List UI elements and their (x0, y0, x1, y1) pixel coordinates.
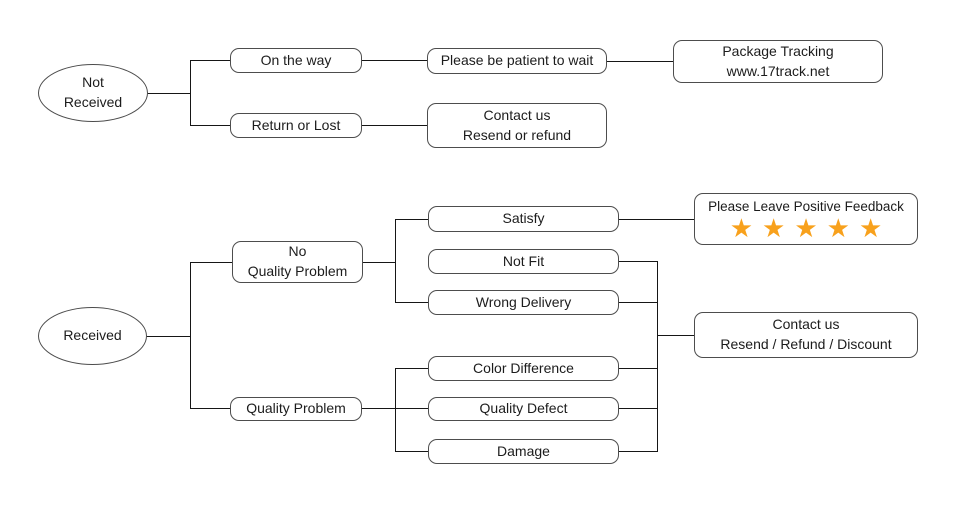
node-label-line: Resend or refund (462, 126, 572, 143)
star-icon: ★ (826, 212, 850, 243)
node-positive-feedback: Please Leave Positive Feedback ★ ★ ★ ★ ★ (694, 193, 918, 245)
node-label: Damage (497, 442, 550, 459)
node-label: Quality Problem (246, 400, 346, 417)
node-label: Quality Defect (479, 400, 568, 417)
connector-line (619, 302, 657, 303)
node-contact-resend-refund: Contact us Resend or refund (427, 103, 607, 148)
node-received: Received (38, 307, 147, 365)
node-contact-discount: Contact us Resend / Refund / Discount (694, 312, 918, 358)
node-label-line: Not (82, 74, 104, 91)
node-no-quality-problem: No Quality Problem (232, 241, 363, 283)
node-package-tracking: Package Tracking www.17track.net (673, 40, 883, 83)
node-damage: Damage (428, 439, 619, 464)
node-label-line: Contact us (483, 106, 551, 123)
connector-line (395, 451, 428, 452)
connector-line (190, 125, 230, 126)
node-quality-problem: Quality Problem (230, 397, 362, 421)
connector-line (190, 60, 191, 126)
node-not-fit: Not Fit (428, 249, 619, 274)
connector-line (395, 219, 428, 220)
node-label: Satisfy (502, 210, 545, 227)
node-label: Please Leave Positive Feedback (708, 199, 904, 215)
node-label-line: Resend / Refund / Discount (720, 336, 892, 352)
node-label-line: www.17track.net (726, 62, 830, 79)
node-label: Wrong Delivery (475, 293, 572, 310)
star-icon: ★ (729, 212, 754, 243)
node-label: Not Fit (502, 252, 545, 269)
connector-line (190, 408, 230, 409)
node-label-line: Quality Problem (247, 263, 348, 279)
node-label: Return or Lost (251, 116, 341, 133)
connector-line (657, 335, 694, 336)
node-on-the-way: On the way (230, 48, 362, 73)
star-rating: ★ ★ ★ ★ ★ (729, 212, 883, 243)
node-label: On the way (260, 51, 332, 68)
connector-line (619, 368, 657, 369)
connector-line (190, 60, 230, 61)
connector-line (619, 408, 657, 409)
node-return-or-lost: Return or Lost (230, 113, 362, 138)
node-wrong-delivery: Wrong Delivery (428, 290, 619, 315)
connector-line (607, 61, 673, 62)
node-quality-defect: Quality Defect (428, 397, 619, 421)
node-label-line: Package Tracking (722, 42, 834, 59)
connector-line (395, 302, 428, 303)
node-label-line: No (288, 243, 307, 260)
node-label: Please be patient to wait (440, 52, 594, 69)
connector-line (362, 408, 395, 409)
connector-line (657, 261, 658, 452)
node-satisfy: Satisfy (428, 206, 619, 232)
connector-line (395, 368, 396, 452)
node-label: Received (63, 327, 122, 344)
connector-line (619, 261, 657, 262)
star-icon: ★ (762, 212, 786, 243)
node-label-line: Received (63, 94, 123, 110)
node-label: Color Difference (473, 359, 574, 376)
connector-line (619, 451, 657, 452)
connector-line (395, 408, 428, 409)
connector-line (146, 336, 190, 337)
connector-line (362, 60, 427, 61)
connector-line (619, 219, 694, 220)
star-icon: ★ (858, 212, 883, 243)
connector-line (395, 368, 428, 369)
node-be-patient: Please be patient to wait (427, 48, 607, 74)
node-not-received: Not Received (38, 64, 148, 122)
star-icon: ★ (794, 212, 818, 243)
node-label-line: Contact us (772, 316, 840, 333)
connector-line (147, 93, 190, 94)
connector-line (190, 262, 232, 263)
connector-line (190, 262, 191, 409)
connector-line (395, 219, 396, 303)
connector-line (363, 262, 395, 263)
connector-line (362, 125, 427, 126)
node-color-difference: Color Difference (428, 356, 619, 381)
